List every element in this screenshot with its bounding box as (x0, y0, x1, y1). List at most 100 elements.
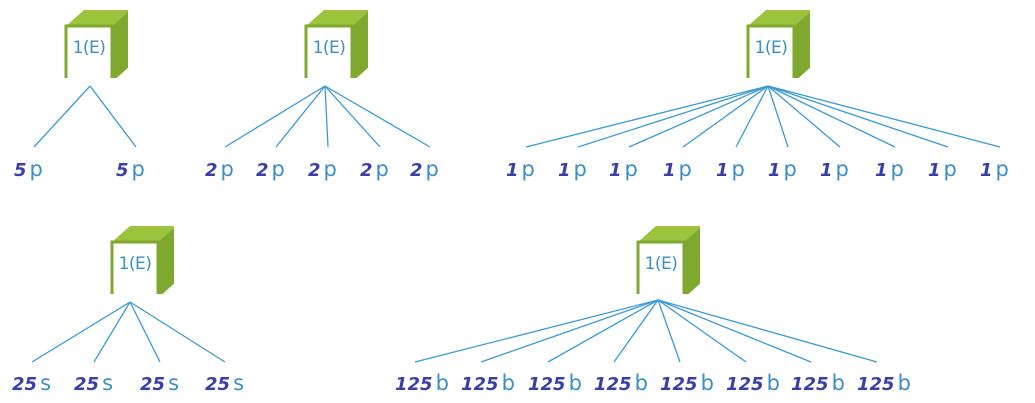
leaf-unit: p (220, 157, 234, 181)
tree-edge (31, 301, 131, 363)
leaf-number: 125 (594, 374, 632, 395)
leaf-number: 25 (12, 374, 38, 395)
cube-icon (64, 10, 128, 78)
leaf-number: 125 (528, 374, 566, 395)
tree-edge (89, 85, 137, 148)
leaf-number: 125 (726, 374, 764, 395)
leaf-number: 125 (791, 374, 829, 395)
tree-edge (324, 85, 381, 148)
tree-edge (93, 301, 131, 363)
tree-edge (767, 85, 1001, 148)
leaf-number: 25 (140, 374, 166, 395)
tree-edge (129, 301, 226, 363)
cube-icon (636, 226, 700, 294)
cube-icon (746, 10, 810, 78)
tree-edge (735, 85, 769, 148)
root-cube: 1(E) (740, 8, 810, 78)
leaf-unit: b (766, 371, 780, 395)
tree-edge (525, 85, 769, 148)
leaf-unit: s (102, 371, 114, 395)
leaf-number: 125 (660, 374, 698, 395)
cube-icon (304, 10, 368, 78)
tree-edge (547, 299, 659, 363)
tree-edge (682, 85, 769, 148)
tree-edge (129, 301, 161, 363)
root-label: 1(E) (72, 38, 106, 58)
leaf-number: 1 (609, 160, 622, 181)
leaf-unit: p (731, 157, 745, 181)
leaf-unit: b (435, 371, 449, 395)
leaf-unit: p (678, 157, 692, 181)
leaf-unit: p (29, 157, 43, 181)
root-label: 1(E) (312, 38, 346, 58)
leaf-number: 1 (506, 160, 519, 181)
tree-edge (577, 85, 769, 148)
leaf-number: 25 (74, 374, 100, 395)
root-cube: 1(E) (104, 224, 174, 294)
tree-edge (613, 299, 659, 363)
leaf-unit: b (897, 371, 911, 395)
leaf-number: 1 (768, 160, 781, 181)
leaf-unit: p (323, 157, 337, 181)
leaf-number: 1 (980, 160, 993, 181)
root-cube: 1(E) (58, 8, 128, 78)
tree-edge (767, 85, 789, 148)
tree-edge (224, 85, 326, 148)
leaf-number: 5 (116, 160, 129, 181)
tree-edge (767, 85, 896, 148)
leaf-unit: b (501, 371, 515, 395)
leaf-number: 125 (395, 374, 433, 395)
tree-edge (657, 299, 747, 363)
leaf-number: 1 (716, 160, 729, 181)
root-label: 1(E) (644, 254, 678, 274)
root-cube: 1(E) (298, 8, 368, 78)
leaf-unit: p (943, 157, 957, 181)
cube-icon (110, 226, 174, 294)
leaf-number: 125 (857, 374, 895, 395)
tree-edge (657, 299, 812, 363)
tree-edge (480, 299, 659, 363)
tree-edge (767, 85, 841, 148)
leaf-number: 1 (663, 160, 676, 181)
leaf-unit: b (634, 371, 648, 395)
leaf-number: 125 (461, 374, 499, 395)
leaf-unit: b (568, 371, 582, 395)
tree-edge (657, 299, 681, 363)
leaf-number: 2 (205, 160, 218, 181)
leaf-number: 2 (410, 160, 423, 181)
leaf-number: 1 (820, 160, 833, 181)
leaf-unit: s (168, 371, 180, 395)
leaf-unit: b (831, 371, 845, 395)
leaf-unit: p (573, 157, 587, 181)
leaf-unit: p (624, 157, 638, 181)
root-cube: 1(E) (630, 224, 700, 294)
leaf-unit: p (521, 157, 535, 181)
tree-edge (33, 85, 91, 148)
tree-edge (767, 85, 949, 148)
leaf-number: 1 (875, 160, 888, 181)
tree-edge (628, 85, 769, 148)
